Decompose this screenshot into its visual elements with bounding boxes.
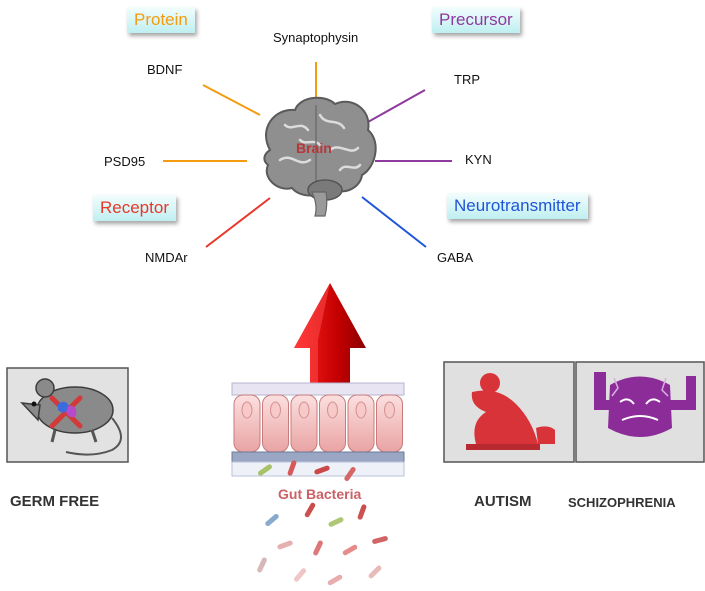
gut-epithelium-icon bbox=[231, 382, 405, 477]
bacterium bbox=[314, 465, 330, 475]
cell-nucleus bbox=[355, 401, 367, 419]
connector-gaba bbox=[361, 196, 427, 248]
item-label-synaptophysin: Synaptophysin bbox=[273, 30, 359, 45]
item-label-bdnf: BDNF bbox=[147, 62, 183, 77]
item-label-psd95: PSD95 bbox=[104, 154, 146, 169]
brain-icon bbox=[263, 96, 377, 217]
item-label-nmdar: NMDAr bbox=[145, 250, 188, 265]
bacterium bbox=[287, 460, 297, 476]
schizophrenia-caption: SCHIZOPHRENIA bbox=[568, 495, 676, 510]
germ-free-caption: GERM FREE bbox=[10, 493, 100, 510]
bacterium bbox=[344, 466, 356, 482]
cell-nucleus bbox=[270, 401, 281, 419]
item-label-kyn: KYN bbox=[465, 152, 492, 167]
brain-label: Brain bbox=[296, 140, 332, 156]
autism-caption: AUTISM bbox=[474, 493, 532, 510]
connector-nmdar bbox=[205, 197, 271, 248]
category-label-neurotransmitter: Neurotransmitter bbox=[447, 193, 588, 219]
category-label-protein: Protein bbox=[127, 7, 195, 33]
category-label-receptor: Receptor bbox=[93, 195, 176, 221]
germ-free-mouse-icon bbox=[20, 378, 122, 456]
bacterium bbox=[257, 464, 273, 476]
cell-nucleus bbox=[298, 401, 310, 419]
connector-trp bbox=[367, 89, 426, 123]
autism-person-icon bbox=[466, 373, 555, 450]
item-label-gaba: GABA bbox=[437, 250, 474, 265]
schizophrenia-face-icon bbox=[594, 372, 696, 437]
category-label-precursor: Precursor bbox=[432, 7, 520, 33]
connector-bdnf bbox=[202, 84, 261, 116]
gut-bacteria-label: Gut Bacteria bbox=[278, 486, 362, 502]
cell-nucleus bbox=[384, 401, 395, 419]
item-label-trp: TRP bbox=[454, 72, 480, 87]
cell-nucleus bbox=[327, 401, 338, 419]
cell-nucleus bbox=[241, 401, 253, 419]
